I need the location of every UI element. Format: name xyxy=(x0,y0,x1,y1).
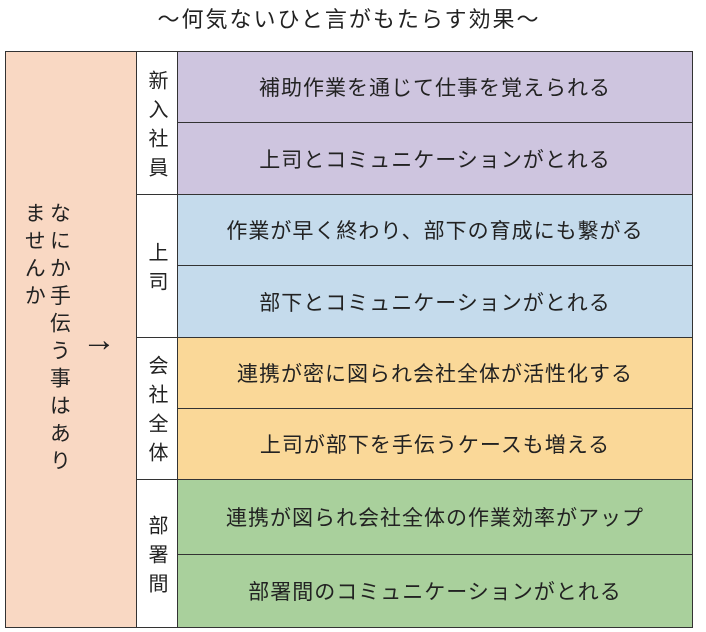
group-label-boss: 上司 xyxy=(145,241,169,300)
effect-cell-whole-company-1: 連携が密に図られ会社全体が活性化する xyxy=(178,338,692,408)
prompt-cell: なにか手伝う事はありませんか → xyxy=(6,52,136,627)
effect-cell-whole-company-2: 上司が部下を手伝うケースも増える xyxy=(178,409,692,479)
group-label-cell-between-departments: 部署間 xyxy=(137,480,177,627)
effect-cell-boss-2: 部下とコミュニケーションがとれる xyxy=(178,266,692,337)
group-label-whole-company: 会社全体 xyxy=(145,355,169,471)
effect-cell-between-departments-2: 部署間のコミュニケーションがとれる xyxy=(178,555,692,627)
effect-cell-between-departments-1: 連携が図られ会社全体の作業効率がアップ xyxy=(178,480,692,554)
group-label-cell-boss: 上司 xyxy=(137,195,177,337)
effect-cell-new-employees-2: 上司とコミュニケーションがとれる xyxy=(178,123,692,194)
diagram-title: 〜何気ないひと言がもたらす効果〜 xyxy=(157,8,541,33)
prompt-text: なにか手伝う事はありませんか xyxy=(22,202,72,478)
group-label-cell-whole-company: 会社全体 xyxy=(137,338,177,479)
effects-table: なにか手伝う事はありませんか → 新入社員 補助作業を通じて仕事を覚えられる 上… xyxy=(5,51,693,628)
effect-cell-new-employees-1: 補助作業を通じて仕事を覚えられる xyxy=(178,52,692,122)
effect-cell-boss-1: 作業が早く終わり、部下の育成にも繋がる xyxy=(178,195,692,265)
right-arrow-icon: → xyxy=(82,320,116,359)
group-label-new-employees: 新入社員 xyxy=(145,69,169,186)
group-label-between-departments: 部署間 xyxy=(145,514,169,602)
group-label-cell-new-employees: 新入社員 xyxy=(137,52,177,194)
